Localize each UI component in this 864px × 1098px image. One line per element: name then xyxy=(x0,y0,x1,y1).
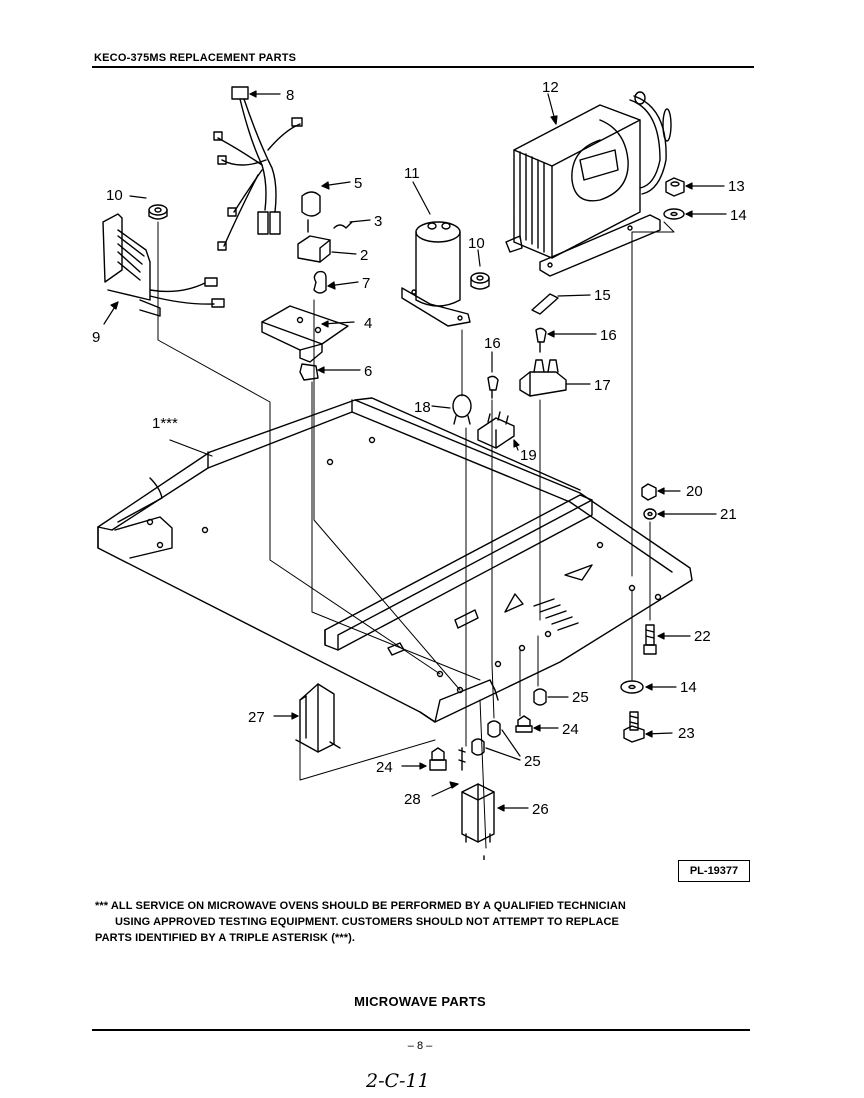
washer-14-bottom xyxy=(620,680,644,694)
grommet-left xyxy=(148,204,168,220)
screw-16-right xyxy=(535,327,547,353)
terminal-strip xyxy=(477,411,515,449)
bolt-23 xyxy=(623,711,645,743)
callout-11: 11 xyxy=(404,165,420,182)
callout-18: 18 xyxy=(414,399,431,416)
note-line-3: PARTS IDENTIFIED BY A TRIPLE ASTERISK (*… xyxy=(95,932,356,944)
note-line-1: *** ALL SERVICE ON MICROWAVE OVENS SHOUL… xyxy=(95,900,626,912)
callout-12: 12 xyxy=(542,79,559,96)
capacitor xyxy=(401,221,471,327)
exploded-parts-diagram: 1*** 2 3 4 5 6 7 7 8 9 10 10 11 12 13 14… xyxy=(92,79,747,860)
callout-25-right: 25 xyxy=(572,689,589,706)
callout-16-left: 16 xyxy=(484,335,501,352)
fuse xyxy=(531,293,559,315)
switch-assembly xyxy=(261,191,353,381)
switch-26 xyxy=(461,783,495,843)
handwritten-reference: 2-C-11 xyxy=(366,1070,430,1092)
page-header-title: KECO-375MS REPLACEMENT PARTS xyxy=(94,52,297,64)
callout-15: 15 xyxy=(594,287,611,304)
callout-16-right: 16 xyxy=(600,327,617,344)
callout-26: 26 xyxy=(532,801,549,818)
header-rule xyxy=(92,66,754,68)
callout-2: 2 xyxy=(360,247,368,264)
callout-19: 19 xyxy=(520,447,537,464)
base-plate xyxy=(97,397,693,723)
callout-28: 28 xyxy=(404,791,421,808)
bolt-22 xyxy=(643,624,657,655)
callout-6: 6 xyxy=(364,363,372,380)
washer-14-top xyxy=(663,208,685,220)
callout-22: 22 xyxy=(694,628,711,645)
callout-23: 23 xyxy=(678,725,695,742)
nut-13 xyxy=(665,177,685,197)
screw-24-right xyxy=(515,715,533,733)
foot-25-left xyxy=(471,720,501,756)
callout-8: 8 xyxy=(286,87,294,104)
callout-4: 4 xyxy=(364,315,372,332)
callout-17: 17 xyxy=(594,377,611,394)
thermal-protector xyxy=(452,394,472,425)
note-line-2: USING APPROVED TESTING EQUIPMENT. CUSTOM… xyxy=(115,916,619,928)
callout-9: 9 xyxy=(92,329,100,346)
callout-arrows xyxy=(103,90,727,812)
callout-21: 21 xyxy=(720,506,737,523)
bracket-27 xyxy=(295,683,341,753)
grommet-right xyxy=(470,272,490,290)
callout-5: 5 xyxy=(354,175,362,192)
callout-3: 3 xyxy=(374,213,382,230)
callout-1: 1*** xyxy=(152,415,178,432)
washer-21 xyxy=(643,508,657,520)
callout-10-right: 10 xyxy=(468,235,485,252)
callout-14-upper: 14 xyxy=(730,207,747,224)
callout-14-lower: 14 xyxy=(680,679,697,696)
terminal-block xyxy=(102,213,225,317)
nut-20 xyxy=(641,483,657,501)
pin-28 xyxy=(458,747,466,771)
footer-rule xyxy=(92,1029,750,1031)
service-warning-note: *** ALL SERVICE ON MICROWAVE OVENS SHOUL… xyxy=(95,898,735,946)
callout-10-left: 10 xyxy=(106,187,123,204)
callout-27: 27 xyxy=(248,709,265,726)
fuse-holder xyxy=(519,359,567,397)
callout-20: 20 xyxy=(686,483,703,500)
callout-13: 13 xyxy=(728,178,745,195)
transformer xyxy=(505,91,672,277)
wire-harness xyxy=(213,86,303,251)
screw-16-left xyxy=(487,375,499,399)
screw-7-bottom xyxy=(483,855,485,860)
callout-labels: 1*** 2 3 4 5 6 7 7 8 9 10 10 11 12 13 14… xyxy=(92,79,747,818)
figure-caption: MICROWAVE PARTS xyxy=(354,994,486,1009)
callout-7-upper: 7 xyxy=(362,275,370,292)
plate-number-box: PL-19377 xyxy=(678,860,750,882)
callout-24-left: 24 xyxy=(376,759,393,776)
assembly-lines xyxy=(157,221,675,849)
screw-24-left xyxy=(429,747,447,771)
page-number: – 8 – xyxy=(407,1040,433,1052)
callout-25-lower: 25 xyxy=(524,753,541,770)
callout-24-right: 24 xyxy=(562,721,579,738)
foot-25-right xyxy=(533,688,547,706)
